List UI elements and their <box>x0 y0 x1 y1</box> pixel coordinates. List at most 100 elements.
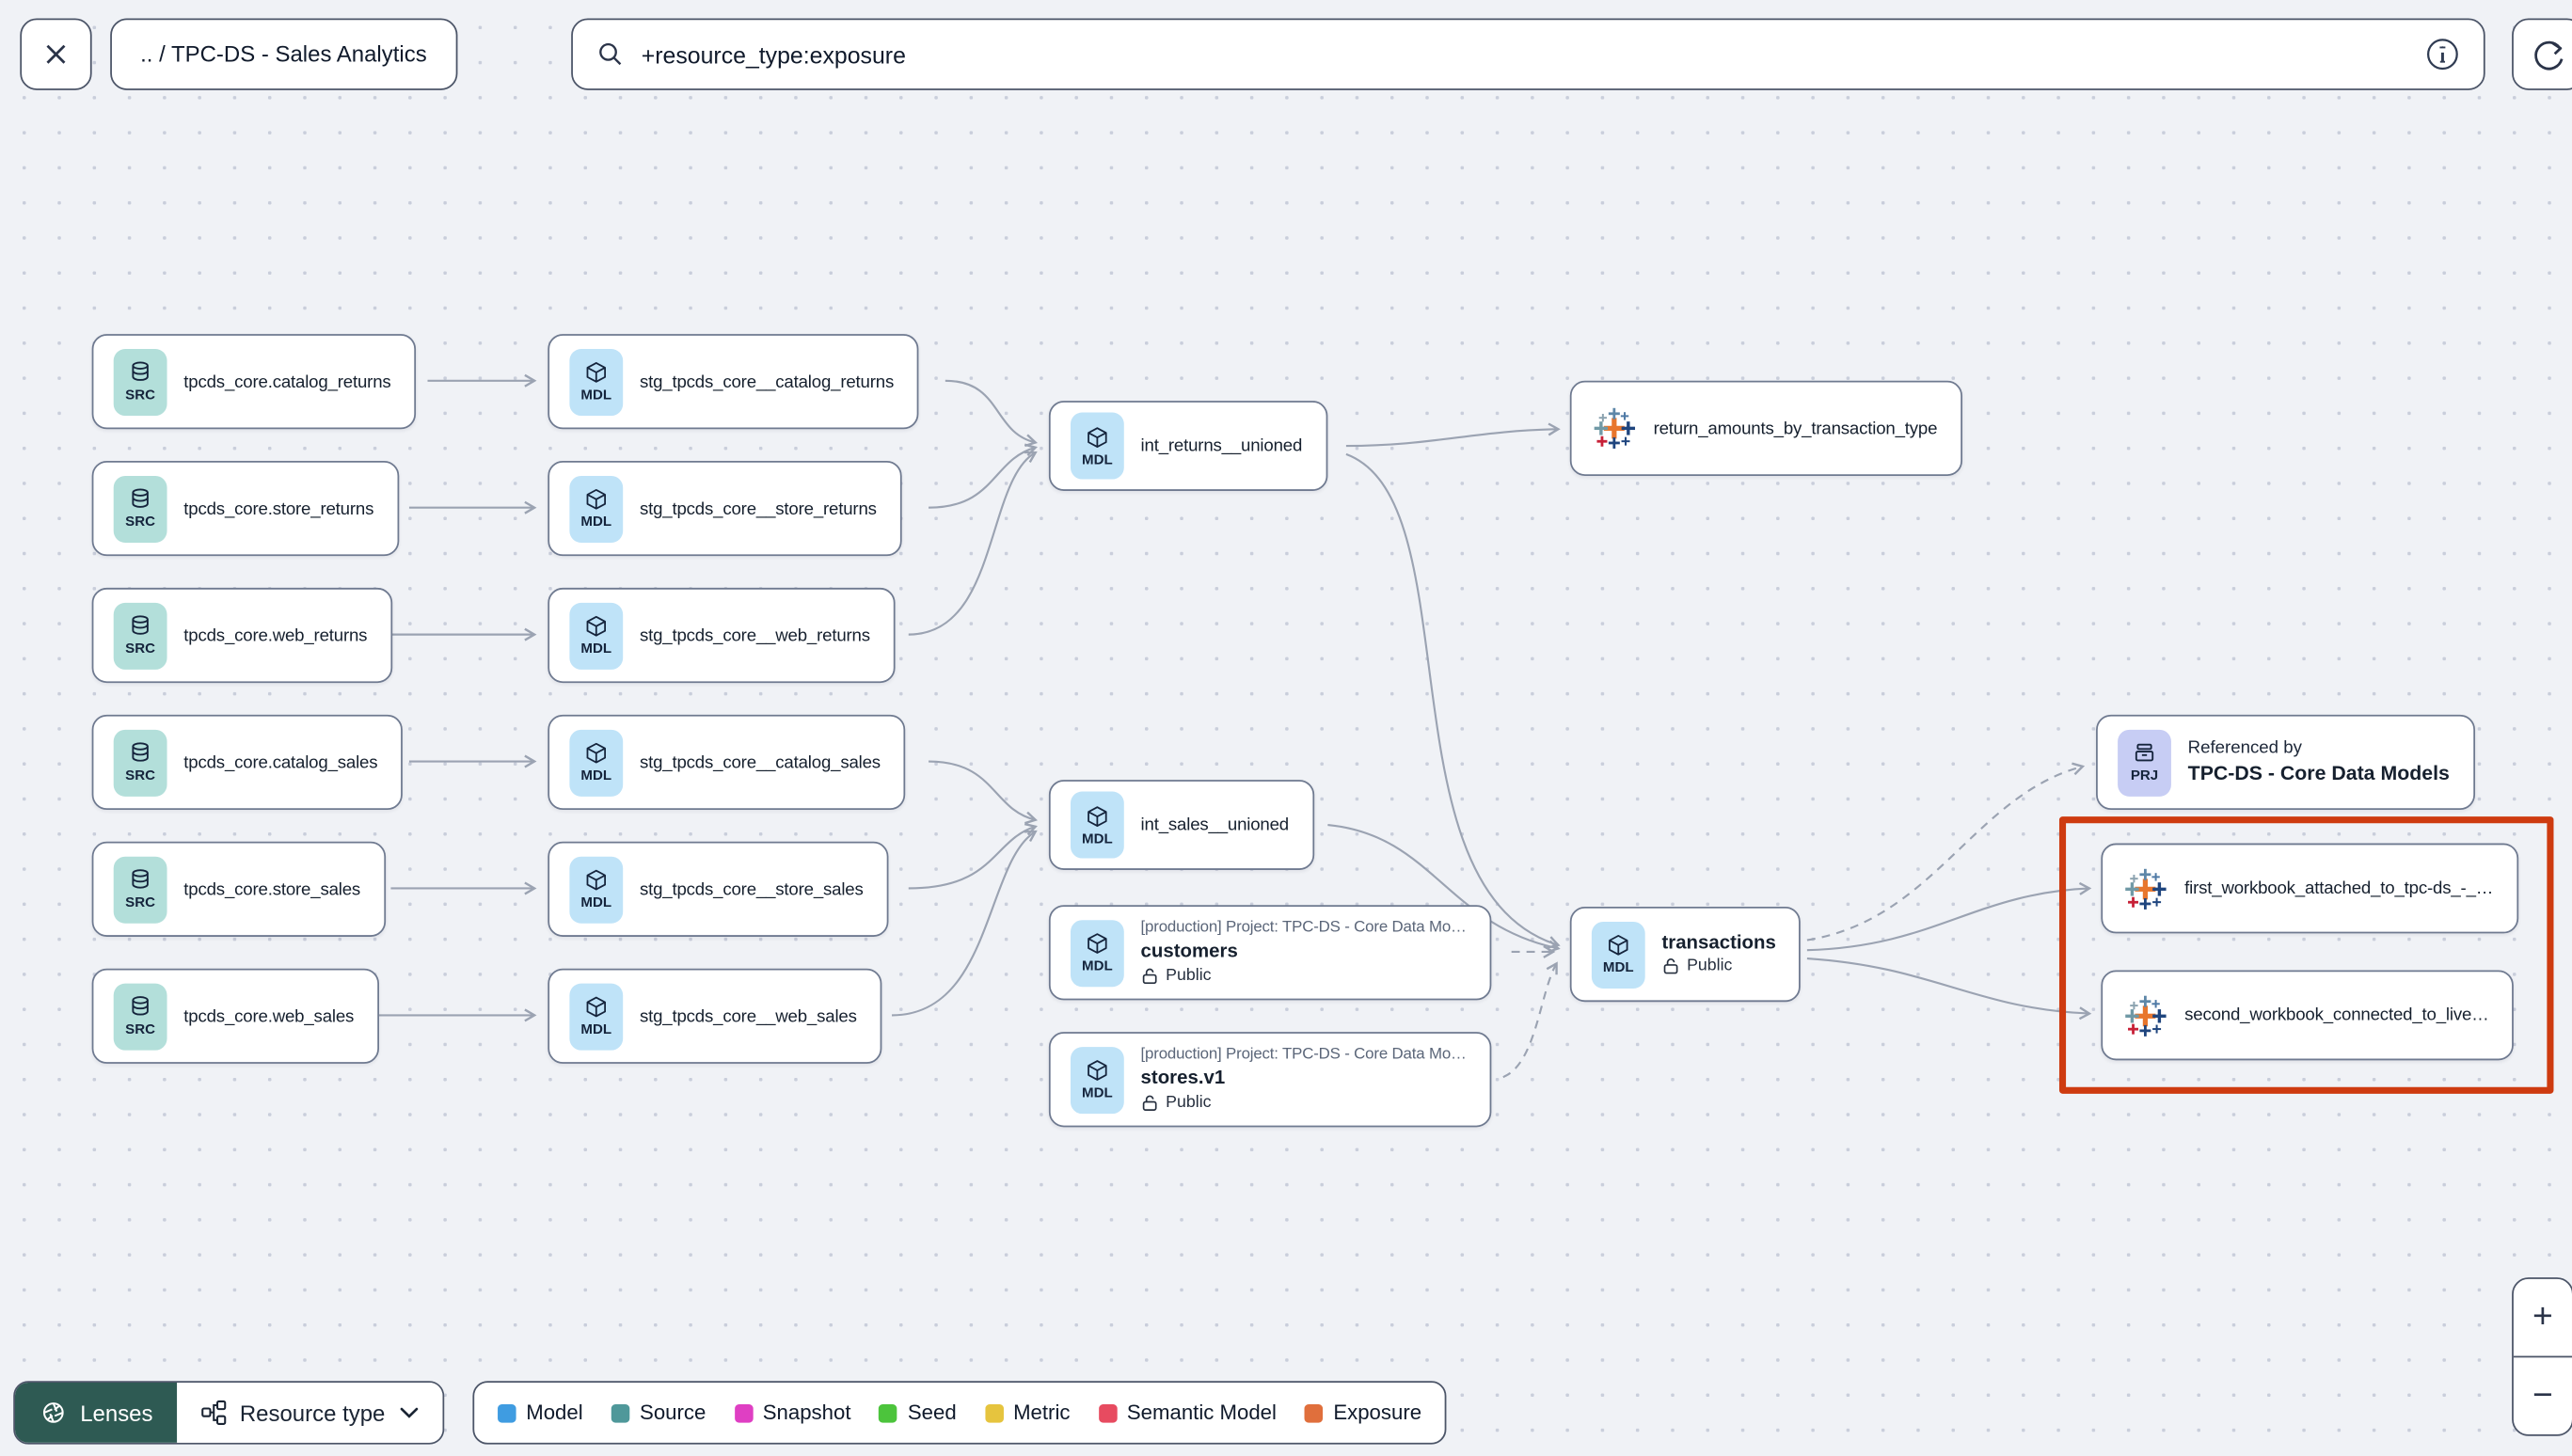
project-label: [production] Project: TPC-DS - Core Data… <box>1140 1045 1467 1065</box>
node-exposure-return-amounts[interactable]: return_amounts_by_transaction_type <box>1569 380 1962 476</box>
legend-swatch <box>611 1403 630 1422</box>
node-label: tpcds_core.web_sales <box>183 1005 355 1026</box>
node-label: stg_tpcds_core__web_sales <box>639 1005 857 1026</box>
node-model-int-returns-unioned[interactable]: MDL int_returns__unioned <box>1048 401 1327 491</box>
model-badge: MDL <box>569 855 624 923</box>
tableau-icon <box>2122 992 2167 1037</box>
refresh-button[interactable] <box>2512 18 2572 90</box>
node-project-referenced-by[interactable]: PRJ Referenced by TPC-DS - Core Data Mod… <box>2096 714 2475 811</box>
resource-type-icon <box>199 1400 226 1426</box>
legend-item-exposure: Exposure <box>1305 1401 1421 1424</box>
search-input[interactable] <box>641 40 2409 68</box>
node-label: first_workbook_attached_to_tpc-ds_-_… <box>2184 878 2494 899</box>
legend-swatch <box>734 1403 754 1422</box>
cube-icon <box>1086 804 1109 828</box>
breadcrumb[interactable]: .. / TPC-DS - Sales Analytics <box>110 18 457 90</box>
zoom-out-button[interactable]: − <box>2532 1376 2553 1415</box>
node-label: return_amounts_by_transaction_type <box>1653 418 1938 439</box>
node-model-stores-v1[interactable]: MDL [production] Project: TPC-DS - Core … <box>1048 1032 1492 1128</box>
source-badge: SRC <box>113 348 167 416</box>
node-label: stg_tpcds_core__catalog_sales <box>639 752 881 773</box>
node-model-stg-catalog-sales[interactable]: MDL stg_tpcds_core__catalog_sales <box>548 714 906 811</box>
referenced-by-label: Referenced by <box>2187 737 2302 758</box>
tableau-icon <box>1592 405 1637 451</box>
legend-swatch <box>498 1403 516 1422</box>
resource-type-label: Resource type <box>239 1400 386 1426</box>
node-label: second_workbook_connected_to_live… <box>2184 1005 2489 1026</box>
node-source-web-returns[interactable]: SRC tpcds_core.web_returns <box>91 587 392 684</box>
node-model-stg-web-returns[interactable]: MDL stg_tpcds_core__web_returns <box>548 587 896 684</box>
resource-type-legend: Model Source Snapshot Seed Metric Semant… <box>472 1381 1447 1445</box>
node-model-stg-store-returns[interactable]: MDL stg_tpcds_core__store_returns <box>548 460 902 557</box>
cube-icon <box>584 995 608 1019</box>
legend-item-semantic-model: Semantic Model <box>1098 1401 1277 1424</box>
selection-highlight <box>2058 816 2554 1094</box>
search-icon <box>596 40 625 69</box>
cube-icon <box>1086 1059 1109 1083</box>
close-button[interactable] <box>20 18 92 90</box>
model-badge: MDL <box>569 982 624 1050</box>
project-label: [production] Project: TPC-DS - Core Data… <box>1140 919 1467 938</box>
database-icon <box>129 614 152 638</box>
node-model-stg-web-sales[interactable]: MDL stg_tpcds_core__web_sales <box>548 968 882 1064</box>
source-badge: SRC <box>113 728 167 796</box>
node-exposure-second-workbook[interactable]: second_workbook_connected_to_live… <box>2101 970 2515 1061</box>
database-icon <box>129 487 152 511</box>
node-label: tpcds_core.catalog_sales <box>183 752 378 773</box>
tableau-icon <box>2122 866 2167 911</box>
breadcrumb-label: .. / TPC-DS - Sales Analytics <box>140 41 427 68</box>
node-source-web-sales[interactable]: SRC tpcds_core.web_sales <box>91 968 379 1064</box>
node-model-customers[interactable]: MDL [production] Project: TPC-DS - Core … <box>1048 905 1492 1001</box>
search-bar[interactable] <box>571 18 2485 90</box>
node-source-store-sales[interactable]: SRC tpcds_core.store_sales <box>91 841 386 937</box>
refresh-icon <box>2530 36 2566 72</box>
node-label: tpcds_core.catalog_returns <box>183 372 391 392</box>
node-source-catalog-returns[interactable]: SRC tpcds_core.catalog_returns <box>91 334 417 430</box>
unlock-icon <box>1141 966 1160 985</box>
node-label: stg_tpcds_core__store_returns <box>639 498 877 519</box>
source-badge: SRC <box>113 855 167 923</box>
legend-swatch <box>1305 1403 1324 1422</box>
legend-swatch <box>1098 1403 1118 1422</box>
resource-type-dropdown[interactable]: Resource type <box>176 1382 442 1443</box>
archive-icon <box>2133 741 2156 765</box>
node-label: tpcds_core.web_returns <box>183 625 368 646</box>
unlock-icon <box>1661 957 1680 976</box>
unlock-icon <box>1141 1093 1160 1112</box>
node-label: stg_tpcds_core__catalog_returns <box>639 372 895 392</box>
access-label: Public <box>1141 1091 1467 1113</box>
legend-swatch <box>984 1403 1004 1422</box>
legend-item-snapshot: Snapshot <box>734 1401 850 1424</box>
source-badge: SRC <box>113 602 167 670</box>
node-model-stg-catalog-returns[interactable]: MDL stg_tpcds_core__catalog_returns <box>548 334 919 430</box>
cube-icon <box>1086 425 1109 449</box>
model-badge: MDL <box>1070 1046 1124 1114</box>
info-icon[interactable] <box>2425 37 2460 71</box>
database-icon <box>129 995 152 1019</box>
node-source-store-returns[interactable]: SRC tpcds_core.store_returns <box>91 460 399 557</box>
node-label: stg_tpcds_core__store_sales <box>639 878 864 900</box>
access-label: Public <box>1661 956 1775 977</box>
node-exposure-first-workbook[interactable]: first_workbook_attached_to_tpc-ds_-_… <box>2101 843 2518 934</box>
lenses-button[interactable]: Lenses <box>14 1382 177 1443</box>
chevron-down-icon <box>399 1406 419 1419</box>
lenses-label: Lenses <box>80 1400 153 1426</box>
cube-icon <box>1607 933 1630 957</box>
cube-icon <box>1086 932 1109 956</box>
node-model-transactions[interactable]: MDL transactions Public <box>1569 907 1802 1003</box>
access-label: Public <box>1141 964 1467 986</box>
lenses-group: Lenses Resource type <box>13 1381 444 1445</box>
node-model-stg-store-sales[interactable]: MDL stg_tpcds_core__store_sales <box>548 841 889 937</box>
database-icon <box>129 741 152 765</box>
node-model-int-sales-unioned[interactable]: MDL int_sales__unioned <box>1048 780 1314 870</box>
zoom-in-button[interactable]: + <box>2532 1297 2553 1337</box>
source-badge: SRC <box>113 982 167 1050</box>
close-icon <box>39 37 73 71</box>
legend-item-metric: Metric <box>984 1401 1070 1424</box>
model-badge: MDL <box>1070 412 1124 480</box>
node-label: tpcds_core.store_returns <box>183 498 374 519</box>
node-source-catalog-sales[interactable]: SRC tpcds_core.catalog_sales <box>91 714 404 811</box>
node-label: TPC-DS - Core Data Models <box>2187 760 2450 784</box>
